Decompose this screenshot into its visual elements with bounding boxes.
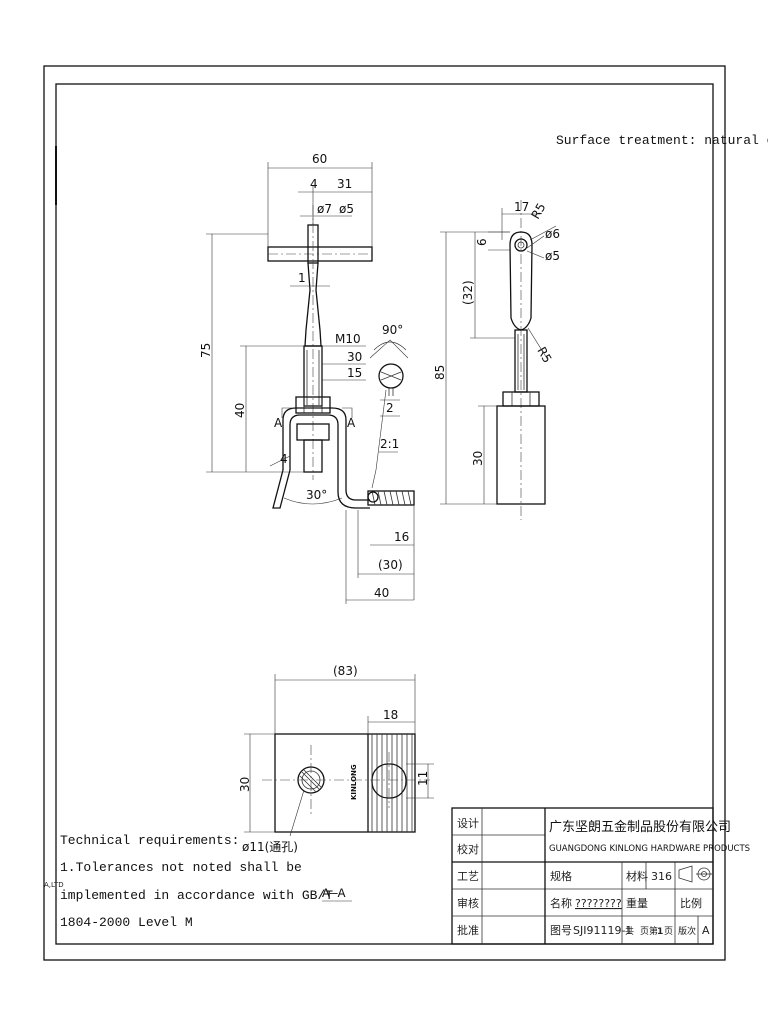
tb-scale: 比例 bbox=[680, 896, 702, 910]
bracket-inner bbox=[289, 414, 339, 470]
dim-60: 60 bbox=[312, 152, 327, 166]
side-dim-32: (32) bbox=[461, 280, 475, 305]
dim-phi5: ø5 bbox=[339, 202, 354, 216]
tb-name: 名称 bbox=[550, 896, 572, 910]
tb-version: 版次 bbox=[678, 925, 696, 937]
left-leg bbox=[272, 469, 291, 509]
tb-total: 共 bbox=[625, 926, 634, 937]
detail-angle: 90° bbox=[382, 323, 403, 337]
side-dim-phi6: ø6 bbox=[545, 227, 560, 241]
technical-requirements: Technical requirements: 1.Tolerances not… bbox=[44, 833, 333, 930]
dim-30-ref: (30) bbox=[378, 558, 403, 572]
inner-frame bbox=[55, 83, 714, 945]
side-body bbox=[496, 405, 546, 505]
handle-rod bbox=[267, 246, 373, 262]
section-outline bbox=[274, 733, 416, 833]
dim-16: 16 bbox=[394, 530, 409, 544]
tb-company-en: GUANGDONG KINLONG HARDWARE PRODUCTS bbox=[549, 844, 750, 854]
detail-view: 90° 2 2:1 bbox=[369, 323, 409, 489]
side-dim-6: 6 bbox=[475, 238, 489, 246]
tb-weight: 重量 bbox=[626, 896, 648, 910]
eye-head bbox=[509, 231, 533, 331]
tech-line-2: implemented in accordance with GB/T bbox=[60, 888, 333, 903]
tb-material-value: 316 bbox=[651, 870, 672, 883]
threaded-rod bbox=[303, 345, 323, 407]
outer-frame bbox=[43, 65, 726, 961]
tb-sheet-value: 1 bbox=[657, 927, 663, 937]
dim-31: 31 bbox=[337, 177, 352, 191]
tb-check: 校对 bbox=[457, 842, 479, 856]
dim-30-small: 30 bbox=[347, 350, 362, 364]
dim-1: 1 bbox=[298, 271, 306, 285]
dim-40-bottom: 40 bbox=[374, 586, 389, 600]
nut-top bbox=[295, 396, 331, 414]
dim-30deg: 30° bbox=[306, 488, 327, 502]
tb-review: 审核 bbox=[457, 896, 479, 910]
bolt-end bbox=[303, 439, 323, 473]
section-label: A—A bbox=[322, 886, 346, 901]
side-dim-r5b: R5 bbox=[534, 345, 554, 366]
side-view: 17 R5 6 ø6 ø5 (32) 85 R5 30 bbox=[433, 200, 560, 520]
sec-dim-83: (83) bbox=[333, 664, 358, 678]
tb-company-cn: 广东坚朗五金制品股份有限公司 bbox=[549, 819, 731, 835]
side-dim-17: 17 bbox=[514, 200, 529, 214]
dim-4-wire: 4 bbox=[280, 452, 288, 466]
tech-heading: Technical requirements: bbox=[60, 833, 239, 848]
dim-40: 40 bbox=[233, 403, 247, 418]
tb-design: 设计 bbox=[457, 817, 479, 830]
section-view: KINLONG (83) 18 30 11 ø11(通孔) A—A bbox=[238, 664, 434, 902]
right-foot bbox=[345, 470, 370, 501]
front-view: 60 4 31 ø7 ø5 1 75 40 M10 30 15 A A 4 30… bbox=[199, 152, 415, 604]
side-dim-85: 85 bbox=[433, 365, 447, 380]
tb-name-value: ???????? bbox=[575, 897, 622, 910]
dim-phi7: ø7 bbox=[317, 202, 332, 216]
tb-spec: 规格 bbox=[550, 869, 572, 883]
bracket-outer bbox=[282, 407, 347, 470]
tech-line-1: 1.Tolerances not noted shall be bbox=[60, 860, 302, 875]
sec-dim-30: 30 bbox=[238, 777, 252, 792]
projection-symbol-icon bbox=[678, 865, 712, 883]
tb-sheet: 页 bbox=[664, 926, 673, 937]
dim-4: 4 bbox=[310, 177, 318, 191]
tb-version-value: A bbox=[702, 924, 710, 937]
section-mark-right: A bbox=[347, 416, 356, 430]
side-dim-30: 30 bbox=[471, 451, 485, 466]
dim-75: 75 bbox=[199, 343, 213, 358]
detail-scale: 2:1 bbox=[380, 437, 399, 451]
brand-text: KINLONG bbox=[350, 764, 358, 800]
tb-page-info: 页第 bbox=[640, 925, 658, 937]
tb-approve: 批准 bbox=[457, 923, 479, 937]
tb-process: 工艺 bbox=[457, 870, 479, 883]
right-foot-inner bbox=[337, 470, 370, 509]
title-block: 设计 校对 工艺 审核 批准 广东坚朗五金制品股份有限公司 GUANGDONG … bbox=[451, 807, 750, 945]
section-mark-left: A bbox=[274, 416, 283, 430]
margin-text: A,LTD bbox=[44, 881, 64, 889]
side-dim-r5a: R5 bbox=[528, 201, 548, 222]
tb-drawing-no: 图号 bbox=[550, 924, 572, 937]
dim-m10: M10 bbox=[335, 332, 361, 346]
tb-material: 材料 bbox=[626, 869, 648, 883]
sec-dim-18: 18 bbox=[383, 708, 398, 722]
side-dim-phi5: ø5 bbox=[545, 249, 560, 263]
surface-note: Surface treatment: natural color bbox=[556, 133, 768, 148]
sec-dim-11: 11 bbox=[416, 771, 430, 786]
tech-line-3: 1804-2000 Level M bbox=[60, 915, 193, 930]
tb-drawing-no-value: SJI91119-1 bbox=[573, 924, 632, 937]
detail-dim-2: 2 bbox=[386, 401, 394, 415]
dim-15: 15 bbox=[347, 366, 362, 380]
sec-hole-note: ø11(通孔) bbox=[242, 840, 298, 854]
